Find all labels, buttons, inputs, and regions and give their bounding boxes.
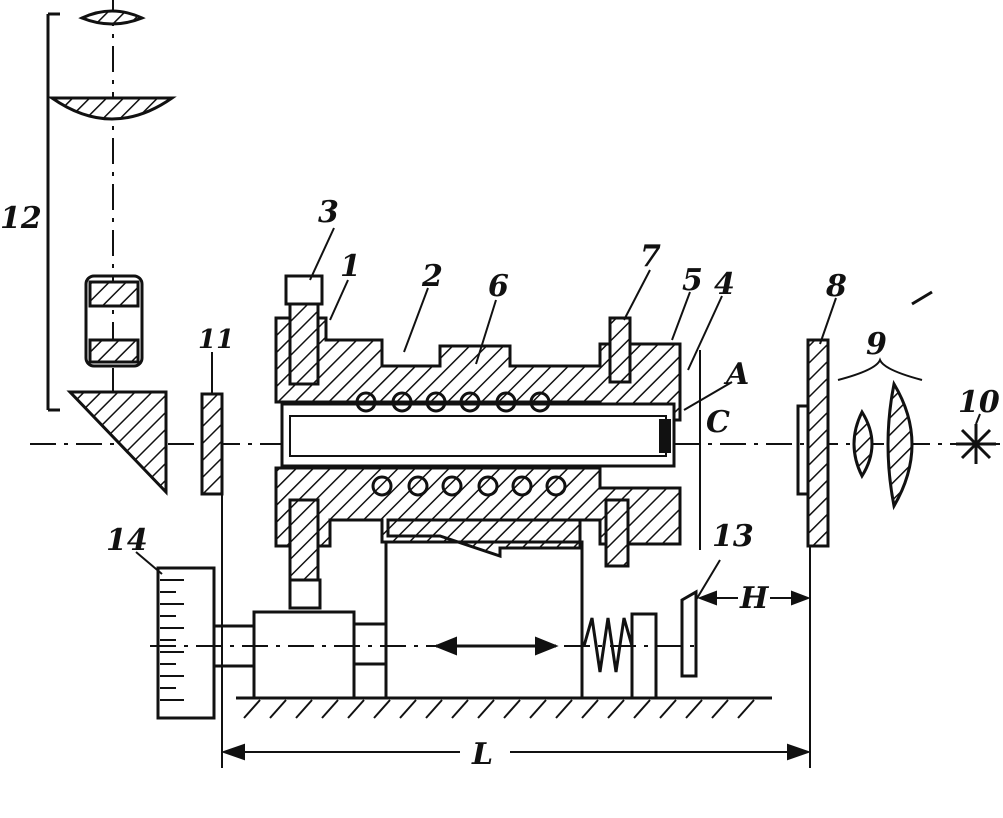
leader-lines (211, 227, 981, 425)
label-3: 3 (318, 195, 339, 230)
bolt-head-3 (284, 274, 324, 306)
leader-14 (135, 551, 163, 575)
label-7: 7 (640, 239, 661, 274)
label-10: 10 (958, 385, 1000, 420)
micrometer-drum (156, 566, 216, 720)
label-1: 1 (340, 249, 361, 284)
label-4: 4 (714, 267, 735, 302)
bearing-balls-upper (355, 391, 551, 413)
leader-13 (695, 559, 721, 601)
label-8: 8 (825, 269, 847, 304)
bracket-12 (46, 12, 60, 412)
label-l: L (471, 737, 493, 772)
prism (66, 390, 168, 496)
condenser-lens-2 (886, 379, 914, 511)
label-5: 5 (682, 263, 703, 298)
screw-lower-right (604, 498, 630, 568)
brace-9 (837, 357, 923, 381)
label-2: 2 (421, 259, 443, 294)
screw-7 (608, 316, 632, 384)
plate-8-body (806, 338, 830, 548)
meniscus-lens (47, 96, 177, 121)
plate-8-insert (796, 404, 810, 496)
bolt-lower (288, 498, 320, 582)
micrometer-14 (135, 551, 700, 720)
bolt-head-lower (288, 578, 322, 610)
plate-11 (200, 392, 224, 496)
stop-13 (680, 589, 698, 678)
micrometer-nut (352, 622, 388, 666)
label-11: 11 (198, 325, 234, 355)
bearing-balls-lower (371, 475, 567, 497)
light-source-10 (956, 424, 996, 464)
tick-mark (911, 290, 933, 306)
lens-group-12 (46, 9, 177, 496)
bolt-3 (288, 302, 320, 386)
condenser-lens-1 (852, 408, 874, 480)
eyepiece-body (84, 274, 144, 368)
eyepiece-lens-top (88, 280, 140, 308)
dovetail (386, 518, 582, 559)
label-12: 12 (0, 201, 42, 236)
slide-carriage (384, 518, 584, 700)
condenser-9 (837, 357, 923, 511)
spindle-tube (289, 415, 667, 457)
label-c: C (706, 405, 730, 440)
label-14: 14 (106, 523, 148, 558)
spindle-housing (274, 274, 682, 610)
spring (582, 617, 634, 673)
dimension-l (220, 492, 812, 768)
top-lens (78, 9, 146, 26)
micrometer-body (252, 610, 356, 700)
label-a: A (723, 357, 749, 392)
label-h: H (739, 581, 770, 616)
carriage-block (384, 540, 584, 700)
dimension-h (697, 590, 811, 606)
label-6: 6 (488, 269, 509, 304)
plate-8 (796, 338, 830, 548)
label-9: 9 (866, 327, 887, 362)
spring-stop (630, 612, 658, 700)
base (236, 696, 772, 719)
spindle-tip (659, 419, 671, 453)
eyepiece-lens-bottom (88, 338, 140, 364)
label-13: 13 (712, 519, 754, 554)
